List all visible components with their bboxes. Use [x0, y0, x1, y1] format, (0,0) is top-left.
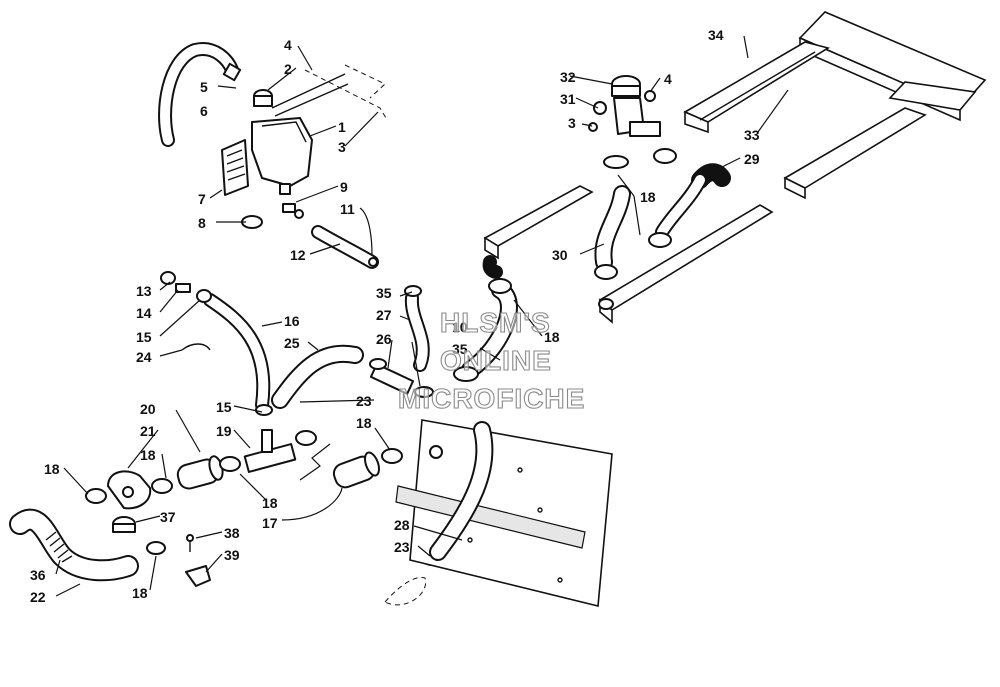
callout-4: 4: [664, 71, 672, 87]
callout-8: 8: [198, 215, 206, 231]
callout-23: 23: [394, 539, 410, 555]
watermark: HLSM'S ONLINE MICROFICHE: [397, 306, 585, 414]
thermostat-housing: [588, 75, 661, 169]
small-hardware: [112, 516, 211, 587]
reservoir-hose: [241, 203, 379, 269]
callout-32: 32: [560, 69, 576, 85]
callout-5: 5: [200, 79, 208, 95]
callout-31: 31: [560, 91, 576, 107]
callout-29: 29: [744, 151, 760, 167]
heat-exchanger-frame: [683, 11, 987, 200]
callout-7: 7: [198, 191, 206, 207]
hose-28: [429, 421, 494, 561]
hose-29: [648, 148, 731, 248]
cooler-rail-right: [598, 204, 774, 324]
callout-18: 18: [640, 189, 656, 205]
callout-35: 35: [376, 285, 392, 301]
callout-24: 24: [136, 349, 152, 365]
callout-4: 4: [284, 37, 292, 53]
callout-37: 37: [160, 509, 176, 525]
pump-inlet: [107, 470, 152, 510]
callout-21: 21: [140, 423, 156, 439]
callout-22: 22: [30, 589, 46, 605]
watermark-line-2: ONLINE: [440, 345, 552, 376]
decal: [221, 139, 249, 196]
callout-2: 2: [284, 61, 292, 77]
callout-36: 36: [30, 567, 46, 583]
callout-18: 18: [140, 447, 156, 463]
callout-19: 19: [216, 423, 232, 439]
callout-38: 38: [224, 525, 240, 541]
callout-33: 33: [744, 127, 760, 143]
callout-3: 3: [338, 139, 346, 155]
callout-28: 28: [394, 517, 410, 533]
callout-25: 25: [284, 335, 300, 351]
callout-6: 6: [200, 103, 208, 119]
callout-27: 27: [376, 307, 392, 323]
callout-18: 18: [44, 461, 60, 477]
cooler-rail-left: [482, 185, 594, 279]
watermark-line-3: MICROFICHE: [398, 383, 585, 414]
callout-23: 23: [356, 393, 372, 409]
callout-34: 34: [708, 27, 724, 43]
callout-15: 15: [216, 399, 232, 415]
leader-lines: [55, 35, 789, 597]
callout-18: 18: [544, 329, 560, 345]
callout-10: 10: [452, 319, 468, 335]
callout-39: 39: [224, 547, 240, 563]
overflow-hose: [158, 42, 242, 147]
coolant-reservoir: [251, 64, 387, 195]
callout-labels: 4 2 5 6 1 3 7 9 8 11 12 34 32 4 31 3 33 …: [30, 27, 760, 605]
callout-14: 14: [136, 305, 152, 321]
callout-18: 18: [262, 495, 278, 511]
callout-13: 13: [136, 283, 152, 299]
tee-fittings: [243, 358, 434, 473]
hose-25: [271, 344, 364, 409]
callout-15: 15: [136, 329, 152, 345]
hose-16: [160, 271, 271, 412]
callout-18: 18: [132, 585, 148, 601]
hose-sleeves: [176, 451, 380, 490]
callout-12: 12: [290, 247, 306, 263]
hose-10: [453, 278, 518, 382]
callout-30: 30: [552, 247, 568, 263]
tunnel-panel: [384, 419, 613, 607]
callout-35: 35: [452, 341, 468, 357]
callout-3: 3: [568, 115, 576, 131]
callout-16: 16: [284, 313, 300, 329]
callout-1: 1: [338, 119, 346, 135]
callout-11: 11: [340, 201, 355, 217]
callout-20: 20: [140, 401, 156, 417]
watermark-line-1: HLSM'S: [440, 307, 551, 338]
callout-9: 9: [340, 179, 348, 195]
callout-26: 26: [376, 331, 392, 347]
hose-27: [404, 285, 430, 372]
hose-30: [594, 185, 631, 280]
elbow-hose: [9, 508, 139, 582]
callout-17: 17: [262, 515, 278, 531]
callout-18: 18: [356, 415, 372, 431]
